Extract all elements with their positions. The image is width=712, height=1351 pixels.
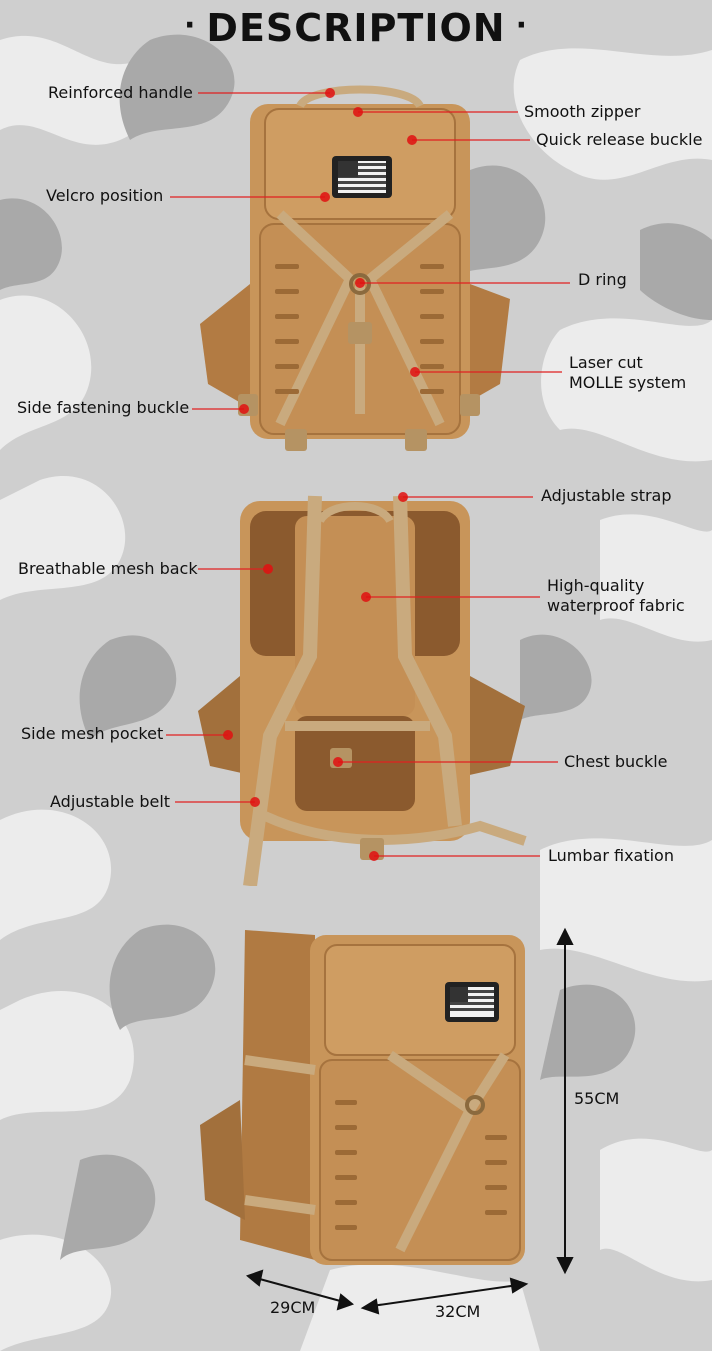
center-buckle [348, 322, 372, 344]
front-view-backpack [200, 85, 510, 451]
label-laser-cut-line1: Laser cut [569, 353, 643, 372]
right-side-mesh-pocket [465, 676, 525, 776]
title-text: DESCRIPTION [206, 6, 506, 50]
label-chest-buckle: Chest buckle [564, 752, 668, 771]
page-title: · DESCRIPTION · [0, 6, 712, 50]
width-arrow-line [371, 1284, 519, 1307]
label-waterproof-fabric-line2: waterproof fabric [547, 596, 685, 615]
back-center-panel [295, 516, 415, 716]
label-side-fastening-buckle: Side fastening buckle [17, 398, 190, 417]
label-breathable-mesh-back: Breathable mesh back [18, 559, 198, 578]
label-lumbar-fixation: Lumbar fixation [548, 846, 674, 865]
label-side-mesh-pocket: Side mesh pocket [21, 724, 164, 743]
side-mesh-pocket [200, 1100, 245, 1220]
dimension-depth: 29CM [270, 1298, 316, 1317]
lumbar-mesh [295, 716, 415, 811]
depth-arrow-line [255, 1277, 345, 1303]
label-smooth-zipper: Smooth zipper [524, 102, 641, 121]
side-panel [240, 930, 315, 1260]
shoulder-strap-left [243, 495, 322, 886]
label-velcro-position: Velcro position [46, 186, 164, 205]
handle [296, 85, 424, 109]
title-bullet-right: · [515, 8, 528, 43]
title-bullet-left: · [184, 8, 197, 43]
dimension-height: 55CM [574, 1089, 620, 1108]
top-pocket [324, 944, 516, 1056]
right-side-pocket [465, 284, 510, 404]
top-handle [316, 502, 394, 524]
label-adjustable-belt: Adjustable belt [50, 792, 171, 811]
back-view-backpack [198, 495, 527, 886]
left-side-pocket [200, 284, 260, 414]
label-d-ring: D ring [578, 270, 627, 289]
dimension-view-backpack [200, 930, 525, 1265]
label-adjustable-strap: Adjustable strap [541, 486, 672, 505]
flag-patch [332, 156, 392, 198]
flag-patch [445, 982, 499, 1022]
shoulder-strap-right [393, 495, 462, 827]
label-reinforced-handle: Reinforced handle [48, 83, 193, 102]
label-laser-cut-line2: MOLLE system [569, 373, 687, 392]
dimension-width: 32CM [435, 1302, 481, 1321]
d-ring [349, 273, 371, 295]
label-quick-release-buckle: Quick release buckle [536, 130, 703, 149]
strap-left [275, 210, 357, 427]
label-waterproof-fabric-line1: High-quality [547, 576, 645, 595]
